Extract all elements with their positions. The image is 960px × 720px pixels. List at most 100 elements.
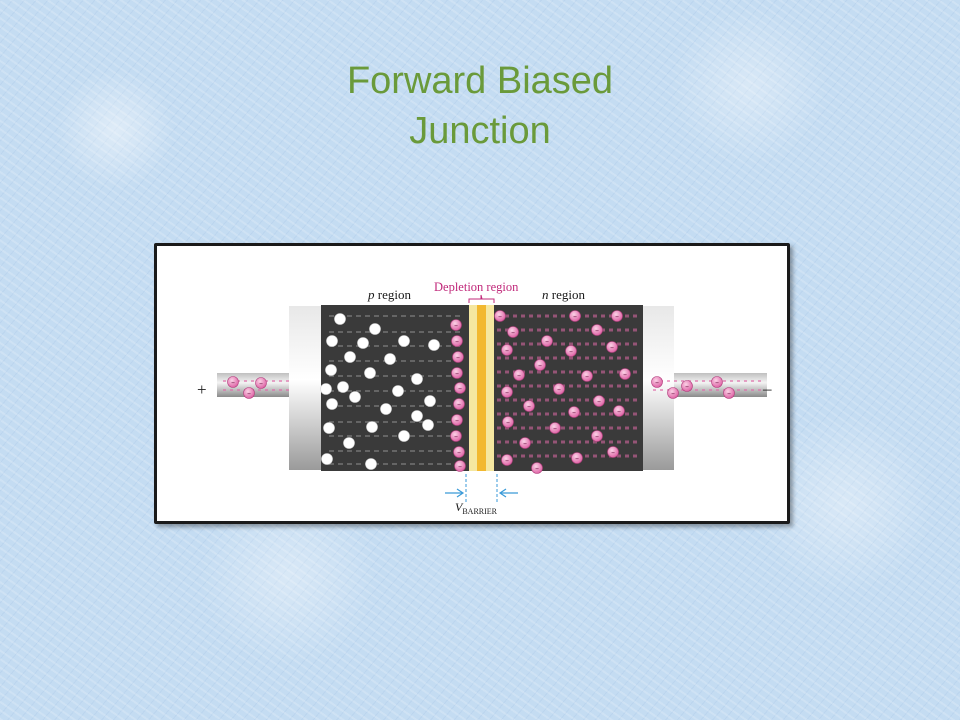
electron-trail (537, 398, 541, 402)
svg-text:–: – (595, 326, 599, 335)
p-region-label: p region (367, 287, 411, 302)
electron-trail (609, 398, 613, 402)
hole-trail (437, 331, 442, 333)
hole-trail (446, 405, 451, 407)
hole-trail (365, 360, 370, 362)
hole-trail (338, 331, 343, 333)
hole-trail (392, 405, 397, 407)
electron: – (507, 326, 519, 338)
svg-text:–: – (523, 439, 527, 448)
svg-text:–: – (617, 407, 621, 416)
electron-trail (569, 370, 573, 374)
hole-trail (383, 345, 388, 347)
electron-trail (529, 342, 533, 346)
electron-trail (553, 412, 557, 416)
electron: – (494, 310, 506, 322)
electron-trail (529, 328, 533, 332)
svg-text:–: – (231, 378, 235, 387)
svg-text:–: – (597, 397, 601, 406)
hole-trail (374, 315, 379, 317)
electron-trail (585, 384, 589, 388)
hole-trail (437, 405, 442, 407)
svg-text:–: – (247, 389, 251, 398)
electron-trail (553, 328, 557, 332)
hole-trail (455, 331, 460, 333)
electron: – (568, 406, 580, 418)
hole-trail (347, 331, 352, 333)
hole-trail (356, 375, 361, 377)
electron: – (501, 386, 513, 398)
hole-trail (383, 435, 388, 437)
svg-text:–: – (715, 378, 719, 387)
wire-electron-trail (674, 380, 677, 382)
wire-electron-trail (709, 380, 712, 382)
hole-trail (329, 450, 334, 452)
wire-electron-trail (223, 389, 226, 391)
electron-trail (625, 398, 629, 402)
svg-text:–: – (505, 346, 509, 355)
electron-trail (521, 398, 525, 402)
junction-diagram-frame: ––––––––––––––––––––––––––––––––––––––––… (154, 243, 790, 524)
svg-text:–: – (505, 388, 509, 397)
svg-text:–: – (585, 372, 589, 381)
hole-trail (392, 463, 397, 465)
electron: – (571, 452, 583, 464)
electron-trail (505, 440, 509, 444)
hole-trail (329, 375, 334, 377)
electron-trail (633, 426, 637, 430)
electron-trail (601, 370, 605, 374)
hole (366, 421, 378, 433)
svg-text:–: – (458, 384, 462, 393)
hole-trail (347, 405, 352, 407)
wire-electron-trail (667, 380, 670, 382)
hole (357, 337, 369, 349)
electron-trail (617, 328, 621, 332)
electron-trail (625, 454, 629, 458)
wire-electron-trail (265, 380, 268, 382)
hole-trail (338, 463, 343, 465)
hole-trail (446, 435, 451, 437)
hole-trail (374, 450, 379, 452)
junction-diagram: ––––––––––––––––––––––––––––––––––––––––… (197, 280, 772, 516)
hole-trail (365, 421, 370, 423)
svg-text:–: – (457, 400, 461, 409)
electron-trail (545, 384, 549, 388)
electron: – (452, 351, 464, 363)
wire-electron-trail (660, 389, 663, 391)
hole-trail (365, 405, 370, 407)
electron-trail (537, 328, 541, 332)
hole-trail (428, 331, 433, 333)
electron-trail (617, 440, 621, 444)
hole-trail (446, 315, 451, 317)
electron-trail (609, 314, 613, 318)
svg-text:–: – (611, 448, 615, 457)
title-line-2: Junction (409, 110, 551, 152)
electron-trail (505, 328, 509, 332)
depletion-brace (468, 294, 495, 303)
hole-trail (437, 450, 442, 452)
electron-trail (585, 412, 589, 416)
hole-trail (338, 345, 343, 347)
hole-trail (401, 331, 406, 333)
electron: – (454, 460, 466, 472)
electron-trail (529, 412, 533, 416)
electron-trail (585, 426, 589, 430)
hole-trail (347, 315, 352, 317)
electron: – (454, 382, 466, 394)
electron: – (611, 310, 623, 322)
n-region-label: n region (542, 287, 585, 302)
electron-trail (553, 370, 557, 374)
hole-trail (392, 450, 397, 452)
electron: – (453, 398, 465, 410)
hole (349, 391, 361, 403)
hole-trail (347, 450, 352, 452)
hole-trail (392, 315, 397, 317)
vbarrier-label: VBARRIER (455, 500, 498, 516)
electron-trail (633, 398, 637, 402)
electron-trail (505, 342, 509, 346)
hole (380, 403, 392, 415)
electron-trail (569, 454, 573, 458)
electron-trail (553, 342, 557, 346)
hole-trail (428, 375, 433, 377)
electron-trail (537, 314, 541, 318)
